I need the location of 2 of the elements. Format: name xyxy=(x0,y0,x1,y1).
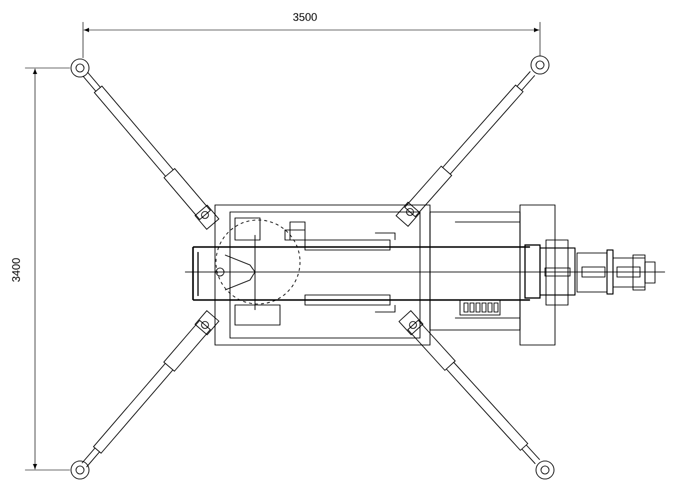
dimension-text: 3400 xyxy=(12,258,20,282)
dimension-text: 3500 xyxy=(293,13,317,21)
